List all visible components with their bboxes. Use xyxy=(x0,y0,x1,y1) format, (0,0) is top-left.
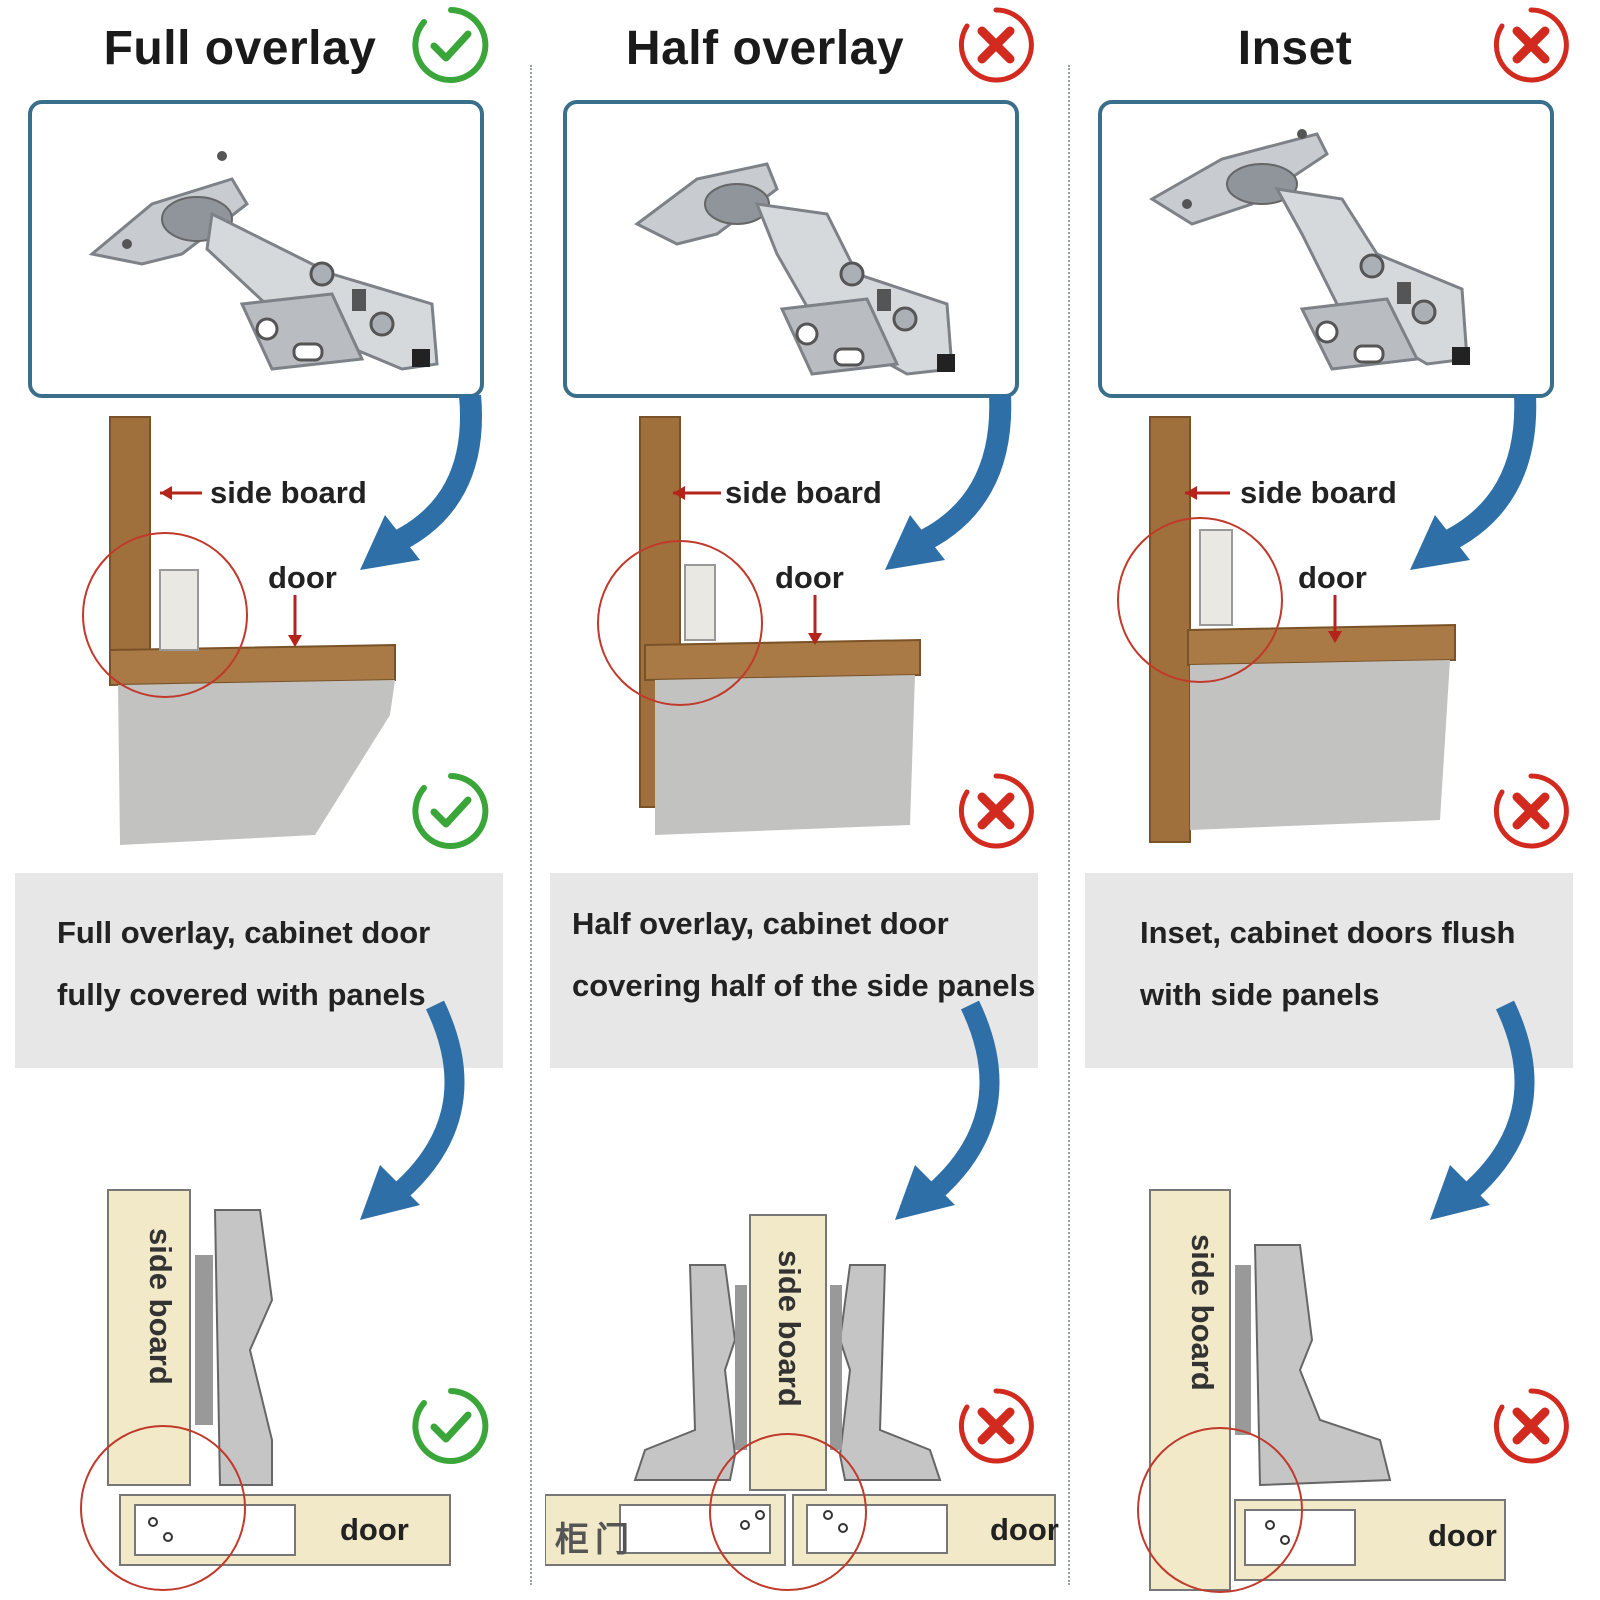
cabinet-photo xyxy=(597,416,921,835)
check-circle-icon xyxy=(412,7,489,83)
description-line-2: fully covered with panels xyxy=(57,977,426,1012)
side-board-label: side board xyxy=(725,475,882,510)
hinge-photo-frame xyxy=(1098,100,1554,398)
cross-circle-icon xyxy=(958,7,1034,83)
flow-arrow-icon xyxy=(1410,395,1537,570)
description-line-2: with side panels xyxy=(1140,977,1380,1012)
hinge-illustration xyxy=(1149,129,1470,371)
hinge-technical-diagram xyxy=(80,1189,451,1591)
flow-arrow-icon xyxy=(1430,1000,1535,1220)
check-circle-icon xyxy=(412,773,489,849)
side-board-label: side board xyxy=(1240,475,1397,510)
cross-circle-icon xyxy=(1493,1388,1569,1464)
column-divider-right xyxy=(1068,65,1070,1585)
cabinet-photo xyxy=(1117,416,1456,843)
flow-arrow-icon xyxy=(895,1000,1000,1220)
cross-circle-icon xyxy=(1493,773,1569,849)
tech-door-label: door xyxy=(340,1512,409,1547)
door-label: door xyxy=(775,560,844,595)
description-line-1: Inset, cabinet doors flush xyxy=(1140,915,1516,950)
description-line-1: Full overlay, cabinet door xyxy=(57,915,431,950)
hinge-photo-frame xyxy=(28,100,484,398)
flow-arrow-icon xyxy=(885,395,1012,570)
side-board-label: side board xyxy=(210,475,367,510)
cross-circle-icon xyxy=(958,773,1034,849)
column-title: Half overlay xyxy=(625,22,905,75)
hinge-illustration xyxy=(88,151,439,371)
description-box: Inset, cabinet doors flush with side pan… xyxy=(1085,873,1573,1068)
hinge-photo xyxy=(88,151,439,371)
column-full-overlay: Full overlay xyxy=(10,0,530,1600)
column-half-overlay: Half overlay xyxy=(545,0,1065,1600)
cross-circle-icon xyxy=(1493,7,1569,83)
column-divider-left xyxy=(530,65,532,1585)
description-line-2: covering half of the side panels xyxy=(572,968,1036,1003)
cross-circle-icon xyxy=(958,1388,1034,1464)
hinge-technical-diagram xyxy=(545,1214,1056,1591)
hinge-illustration xyxy=(634,162,955,376)
hinge-photo xyxy=(1149,129,1470,371)
tech-cabinet-door-label: 柜门 xyxy=(555,1521,635,1559)
door-label: door xyxy=(1298,560,1367,595)
flow-arrow-icon xyxy=(360,395,482,570)
flow-arrow-icon xyxy=(360,1000,465,1220)
column-inset: Inset xyxy=(1080,0,1600,1600)
hinge-photo-frame xyxy=(563,100,1019,398)
tech-door-label: door xyxy=(990,1512,1059,1547)
column-title: Inset xyxy=(1237,22,1353,75)
description-box: Half overlay, cabinet door covering half… xyxy=(550,873,1038,1068)
tech-side-board-label: side board xyxy=(772,1250,807,1407)
column-title: Full overlay xyxy=(103,22,377,75)
hinge-photo xyxy=(634,162,955,376)
hinge-technical-diagram xyxy=(1137,1189,1506,1593)
tech-side-board-label: side board xyxy=(143,1228,178,1385)
tech-door-label: door xyxy=(1428,1518,1497,1553)
tech-side-board-label: side board xyxy=(1185,1234,1220,1391)
check-circle-icon xyxy=(412,1388,489,1464)
description-box: Full overlay, cabinet door fully covered… xyxy=(15,873,503,1068)
door-label: door xyxy=(268,560,337,595)
description-line-1: Half overlay, cabinet door xyxy=(572,906,949,941)
cabinet-photo xyxy=(82,416,396,845)
